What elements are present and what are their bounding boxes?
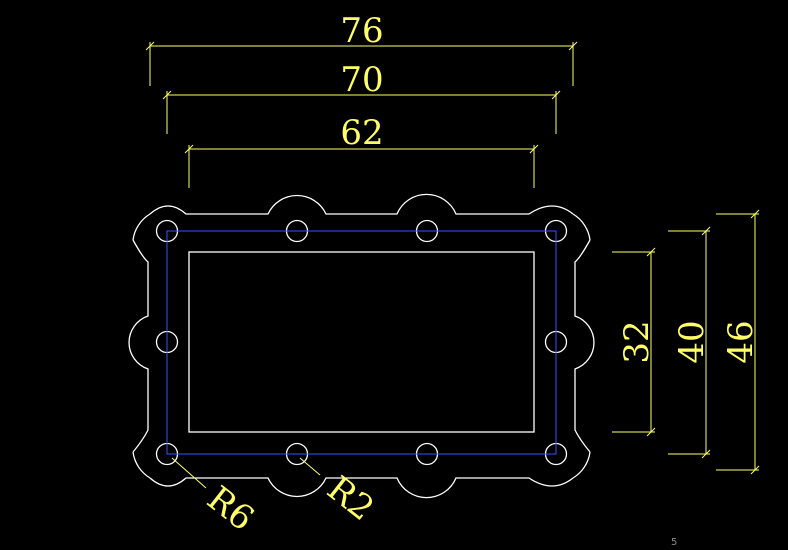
bolt-center-line xyxy=(166,230,557,455)
dim-40-tick-bottom xyxy=(701,449,711,459)
corner-lobe-bottom-right xyxy=(572,451,591,479)
dim-70-label: 70 xyxy=(340,60,383,100)
r6-leader xyxy=(171,457,207,489)
dim-76-tick-right xyxy=(568,41,578,51)
dim-70-tick-right xyxy=(551,90,561,100)
dim-62-tick-left xyxy=(184,144,194,154)
dim-76-tick-left xyxy=(145,41,155,51)
r6-label: R6 xyxy=(199,479,261,540)
dim-70-tick-left xyxy=(162,90,172,100)
gasket-outline xyxy=(128,193,595,499)
dim-32-tick-bottom xyxy=(646,427,656,437)
corner-lobe-top-left xyxy=(132,213,151,241)
top-edge xyxy=(149,193,574,215)
dim-40-tick-top xyxy=(701,226,711,236)
corner-lobe-top-right xyxy=(572,213,591,241)
right-dimensions xyxy=(612,209,760,475)
dim-46-label: 46 xyxy=(721,320,761,363)
dim-46-tick-top xyxy=(750,209,760,219)
bottom-edge xyxy=(149,477,574,499)
dim-62-tick-right xyxy=(529,144,539,154)
radius-leaders xyxy=(171,457,321,489)
top-dimensions xyxy=(145,41,578,188)
right-edge xyxy=(574,239,595,453)
r2-leader xyxy=(299,457,321,476)
inner-opening xyxy=(188,251,535,433)
dim-40-label: 40 xyxy=(672,320,712,363)
page-number: 5 xyxy=(671,537,677,548)
dim-46-tick-bottom xyxy=(750,465,760,475)
corner-lobe-bottom-left xyxy=(132,451,151,479)
left-edge xyxy=(128,239,149,453)
dim-32-tick-top xyxy=(646,247,656,257)
dim-76-label: 76 xyxy=(340,11,383,51)
dim-32-label: 32 xyxy=(617,320,657,363)
dim-62-label: 62 xyxy=(340,113,383,153)
